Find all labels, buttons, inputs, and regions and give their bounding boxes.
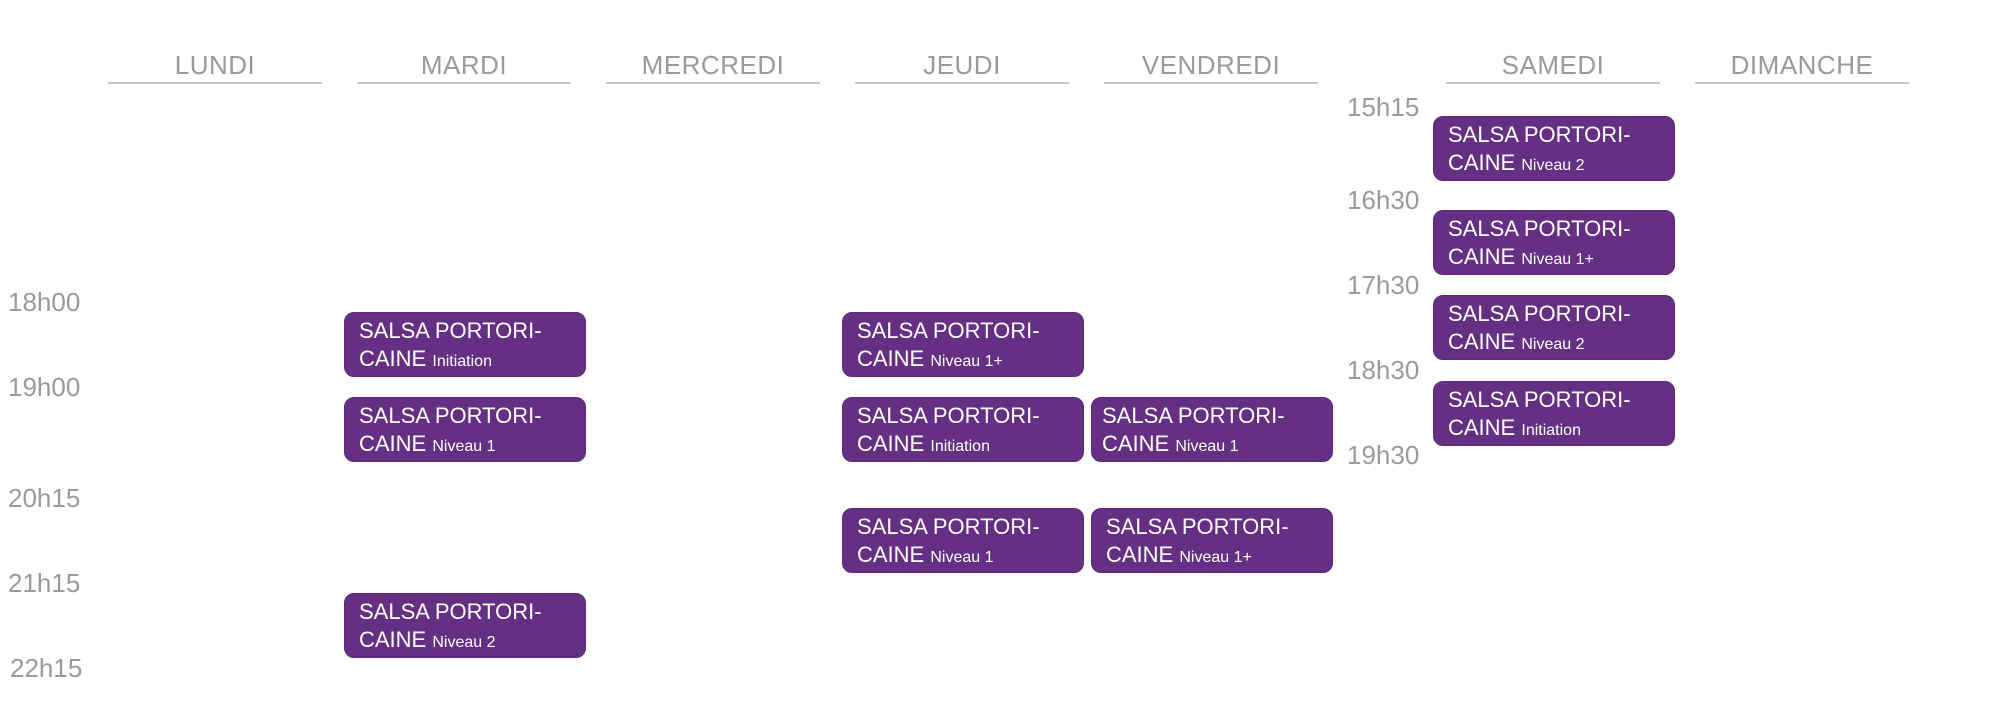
class-name-caine: CAINE (359, 346, 427, 371)
class-name-line2: CAINE Niveau 1 (359, 430, 571, 461)
class-name-caine: CAINE (857, 431, 925, 456)
class-name-caine: CAINE (857, 542, 925, 567)
class-level: Niveau 1+ (1179, 549, 1252, 566)
class-name-line2: CAINE Niveau 2 (1448, 328, 1660, 359)
time-label-22h15: 22h15 (10, 653, 83, 683)
class-level: Niveau 1 (1175, 438, 1239, 455)
day-header-samedi: SAMEDI (1446, 48, 1660, 84)
class-name-line2: CAINE Niveau 1+ (1448, 243, 1660, 274)
day-header-dimanche: DIMANCHE (1695, 48, 1909, 84)
class-block-vendredi-20h15[interactable]: SALSA PORTORI- CAINE Niveau 1+ (1091, 508, 1333, 573)
class-name-line2: CAINE Niveau 1 (1102, 430, 1318, 461)
class-block-mardi-19h00[interactable]: SALSA PORTORI- CAINE Niveau 1 (344, 397, 586, 462)
class-block-jeudi-19h00[interactable]: SALSA PORTORI- CAINE Initiation (842, 397, 1084, 462)
class-name: SALSA PORTORI- (1106, 514, 1289, 539)
day-header-lundi: LUNDI (108, 48, 322, 84)
class-block-samedi-17h30[interactable]: SALSA PORTORI- CAINE Niveau 2 (1433, 295, 1675, 360)
class-name-line2: CAINE Niveau 1+ (857, 345, 1069, 376)
class-level: Niveau 2 (1521, 157, 1585, 174)
class-name-line2: CAINE Niveau 2 (1448, 149, 1660, 180)
day-header-mercredi: MERCREDI (606, 48, 820, 84)
class-name-line2: CAINE Initiation (1448, 414, 1660, 445)
time-label-18h00: 18h00 (8, 287, 81, 317)
class-name-caine: CAINE (1448, 150, 1516, 175)
class-level: Niveau 1 (432, 438, 496, 455)
class-level: Initiation (432, 353, 492, 370)
class-name-caine: CAINE (1106, 542, 1174, 567)
class-name: SALSA PORTORI- (857, 318, 1040, 343)
day-header-jeudi: JEUDI (855, 48, 1069, 84)
saturday-time-label-17h30: 17h30 (1347, 270, 1420, 300)
class-name: SALSA PORTORI- (1448, 301, 1631, 326)
class-level: Niveau 1+ (1521, 251, 1594, 268)
class-name: SALSA PORTORI- (857, 514, 1040, 539)
class-block-vendredi-19h00[interactable]: SALSA PORTORI- CAINE Niveau 1 (1091, 397, 1333, 462)
day-header-mardi: MARDI (357, 48, 571, 84)
class-name: SALSA PORTORI- (857, 403, 1040, 428)
class-name: SALSA PORTORI- (359, 403, 542, 428)
class-name-line2: CAINE Niveau 2 (359, 626, 571, 657)
class-name: SALSA PORTORI- (359, 318, 542, 343)
class-name-caine: CAINE (1448, 329, 1516, 354)
class-level: Niveau 2 (1521, 336, 1585, 353)
class-block-jeudi-20h15[interactable]: SALSA PORTORI- CAINE Niveau 1 (842, 508, 1084, 573)
time-label-20h15: 20h15 (8, 483, 81, 513)
saturday-time-label-15h15: 15h15 (1347, 92, 1420, 122)
class-level: Initiation (930, 438, 990, 455)
class-name-caine: CAINE (1448, 415, 1516, 440)
class-block-samedi-18h30[interactable]: SALSA PORTORI- CAINE Initiation (1433, 381, 1675, 446)
day-header-vendredi: VENDREDI (1104, 48, 1318, 84)
saturday-time-label-18h30: 18h30 (1347, 355, 1420, 385)
class-block-samedi-16h30[interactable]: SALSA PORTORI- CAINE Niveau 1+ (1433, 210, 1675, 275)
class-block-samedi-15h15[interactable]: SALSA PORTORI- CAINE Niveau 2 (1433, 116, 1675, 181)
class-name: SALSA PORTORI- (359, 599, 542, 624)
class-level: Initiation (1521, 422, 1581, 439)
class-block-mardi-18h00[interactable]: SALSA PORTORI- CAINE Initiation (344, 312, 586, 377)
class-block-mardi-21h15[interactable]: SALSA PORTORI- CAINE Niveau 2 (344, 593, 586, 658)
time-label-19h00: 19h00 (8, 372, 81, 402)
class-name-caine: CAINE (857, 346, 925, 371)
class-level: Niveau 1 (930, 549, 994, 566)
class-name-line2: CAINE Niveau 1 (857, 541, 1069, 572)
class-name-caine: CAINE (359, 627, 427, 652)
time-label-21h15: 21h15 (8, 568, 81, 598)
class-name: SALSA PORTORI- (1448, 216, 1631, 241)
class-name-line2: CAINE Niveau 1+ (1106, 541, 1318, 572)
class-name-caine: CAINE (359, 431, 427, 456)
saturday-time-label-19h30: 19h30 (1347, 440, 1420, 470)
class-level: Niveau 2 (432, 634, 496, 651)
class-name-caine: CAINE (1102, 431, 1170, 456)
class-name-line2: CAINE Initiation (359, 345, 571, 376)
class-level: Niveau 1+ (930, 353, 1003, 370)
class-name: SALSA PORTORI- (1448, 387, 1631, 412)
class-name: SALSA PORTORI- (1448, 122, 1631, 147)
saturday-time-label-16h30: 16h30 (1347, 185, 1420, 215)
class-name: SALSA PORTORI- (1102, 403, 1285, 428)
class-block-jeudi-18h00[interactable]: SALSA PORTORI- CAINE Niveau 1+ (842, 312, 1084, 377)
class-name-line2: CAINE Initiation (857, 430, 1069, 461)
class-name-caine: CAINE (1448, 244, 1516, 269)
